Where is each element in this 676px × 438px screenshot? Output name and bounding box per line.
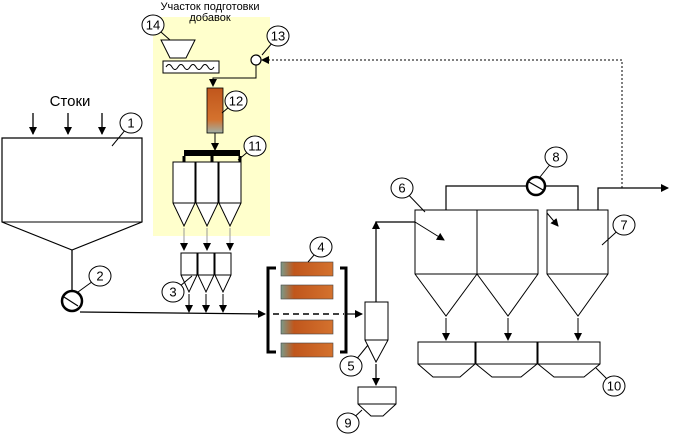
receiving-tank [1, 137, 143, 251]
callout-bubble-5 [339, 355, 363, 377]
sludge-collector-9 [357, 386, 397, 417]
callout-bubble-14 [141, 14, 165, 36]
callout-number-6: 6 [398, 181, 405, 196]
pump-2 [60, 289, 84, 313]
callout-bubble-3 [161, 281, 185, 303]
area-title-line2: добавок [189, 12, 231, 24]
dosing-unit-3 [180, 252, 232, 294]
separator-5 [364, 301, 389, 364]
callout-bubble-7 [612, 214, 636, 236]
callout-bubble-10 [602, 375, 626, 397]
area-title-line1: Участок подготовки [161, 1, 260, 13]
return-line [261, 56, 623, 188]
callout-number-7: 7 [620, 218, 627, 233]
membrane-block [266, 261, 363, 358]
callout-bubble-11 [243, 135, 267, 157]
callout-number-11: 11 [248, 139, 262, 154]
callout-bubble-9 [336, 412, 360, 434]
callout-bubble-1 [119, 112, 143, 134]
callout-bubble-8 [544, 146, 568, 168]
callout-number-13: 13 [271, 29, 285, 44]
inflow-label: Стоки [50, 93, 91, 110]
collectors-10 [417, 341, 601, 378]
dosing-valve [250, 54, 262, 66]
callout-number-8: 8 [552, 150, 559, 165]
inflow-arrows [29, 113, 106, 135]
callout-bubble-13 [266, 25, 290, 47]
solution-tanks [172, 161, 242, 228]
callout-number-12: 12 [229, 94, 243, 109]
callout-bubble-12 [224, 90, 248, 112]
callout-number-2: 2 [96, 269, 103, 284]
callout-number-4: 4 [317, 240, 324, 255]
callout-number-10: 10 [607, 379, 621, 394]
callout-number-14: 14 [146, 18, 160, 33]
callout-number-9: 9 [344, 416, 351, 431]
callout-number-3: 3 [169, 285, 176, 300]
callout-number-1: 1 [127, 116, 134, 131]
callout-bubble-6 [390, 177, 414, 199]
callout-number-5: 5 [347, 359, 354, 374]
callout-bubble-2 [88, 265, 112, 287]
settling-tanks-6 [414, 209, 539, 317]
hopper [160, 39, 196, 59]
screw-conveyor [162, 60, 220, 74]
membrane-element-12 [206, 87, 224, 134]
clarifier-7 [546, 209, 609, 317]
callout-bubble-4 [309, 236, 333, 258]
